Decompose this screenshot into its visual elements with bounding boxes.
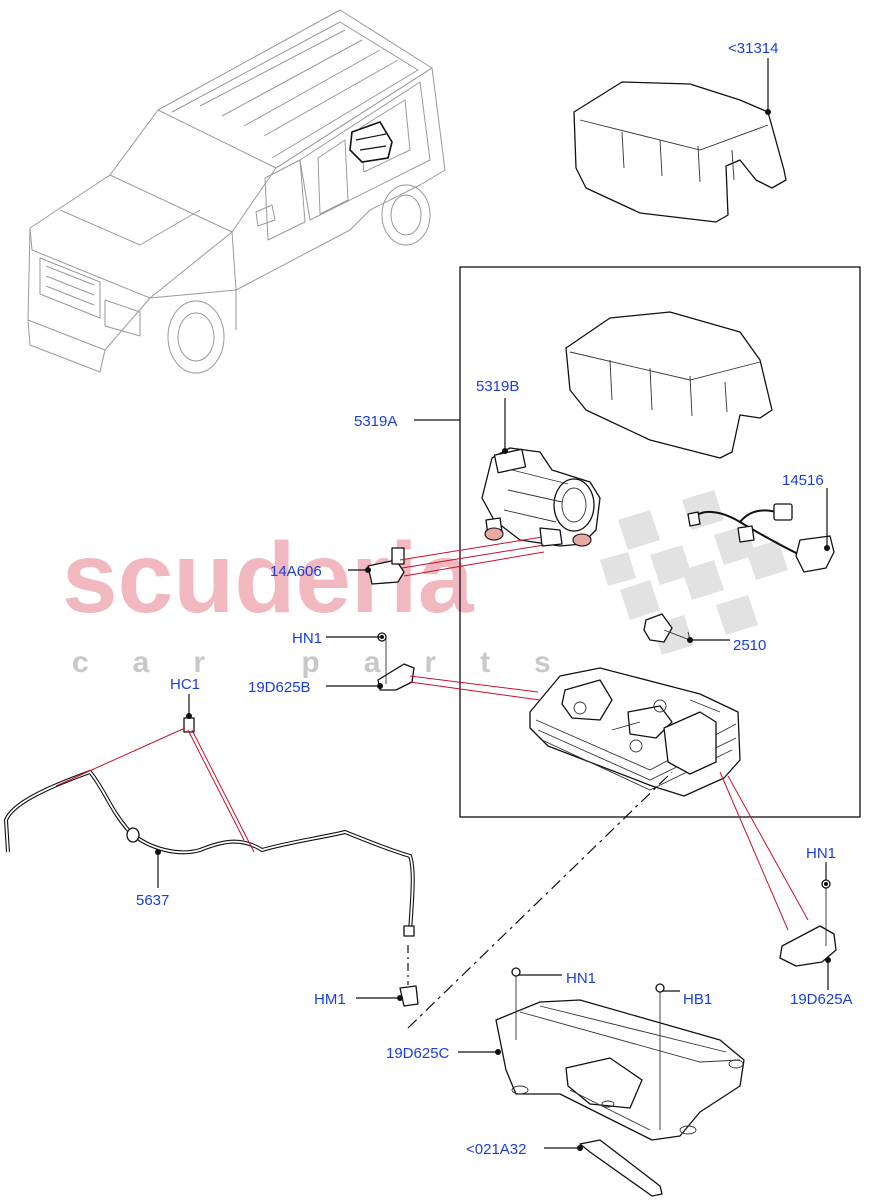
- mounting-bracket-c: [495, 967, 745, 1141]
- callout-HN1-right: HN1: [806, 845, 836, 862]
- callout-HC1: HC1: [170, 676, 200, 693]
- air-pipe: [3, 713, 415, 937]
- callout-5319B: 5319B: [476, 378, 519, 395]
- callout-HM1: HM1: [314, 991, 346, 1008]
- callout-5319A: 5319A: [354, 413, 397, 430]
- checkered-flag-graphic: [600, 490, 788, 655]
- compressor-housing: [529, 667, 741, 797]
- callout-19D625C: 19D625C: [386, 1045, 450, 1062]
- callout-021A32: <021A32: [466, 1141, 526, 1158]
- watermark-brand: scuderia: [62, 522, 475, 634]
- callout-2510: 2510: [733, 637, 766, 654]
- pipe-fitting: [643, 613, 693, 643]
- wiring-harness: [687, 503, 835, 573]
- callout-31314: <31314: [728, 40, 778, 57]
- callout-14516: 14516: [782, 472, 824, 489]
- compressor-cover-top: [573, 81, 787, 223]
- kit-boundary-box: [459, 266, 861, 818]
- mounting-bracket-a: [779, 879, 837, 967]
- retaining-strap: [577, 1139, 663, 1197]
- air-compressor: [481, 447, 601, 547]
- callout-HN1-bottom: HN1: [566, 970, 596, 987]
- solenoid-valve: [365, 547, 405, 585]
- callout-HB1: HB1: [683, 991, 712, 1008]
- callout-19D625A: 19D625A: [790, 991, 853, 1008]
- compressor-cover-inner: [565, 311, 773, 459]
- watermark-subtitle: car parts: [72, 646, 595, 679]
- callout-19D625B: 19D625B: [248, 679, 311, 696]
- pipe-clip: [397, 985, 419, 1007]
- callout-14A606: 14A606: [270, 563, 322, 580]
- callout-HN1-top: HN1: [292, 630, 322, 647]
- vehicle-illustration: [27, 9, 446, 374]
- watermark: scuderia car parts: [62, 490, 788, 679]
- callout-5637: 5637: [136, 892, 169, 909]
